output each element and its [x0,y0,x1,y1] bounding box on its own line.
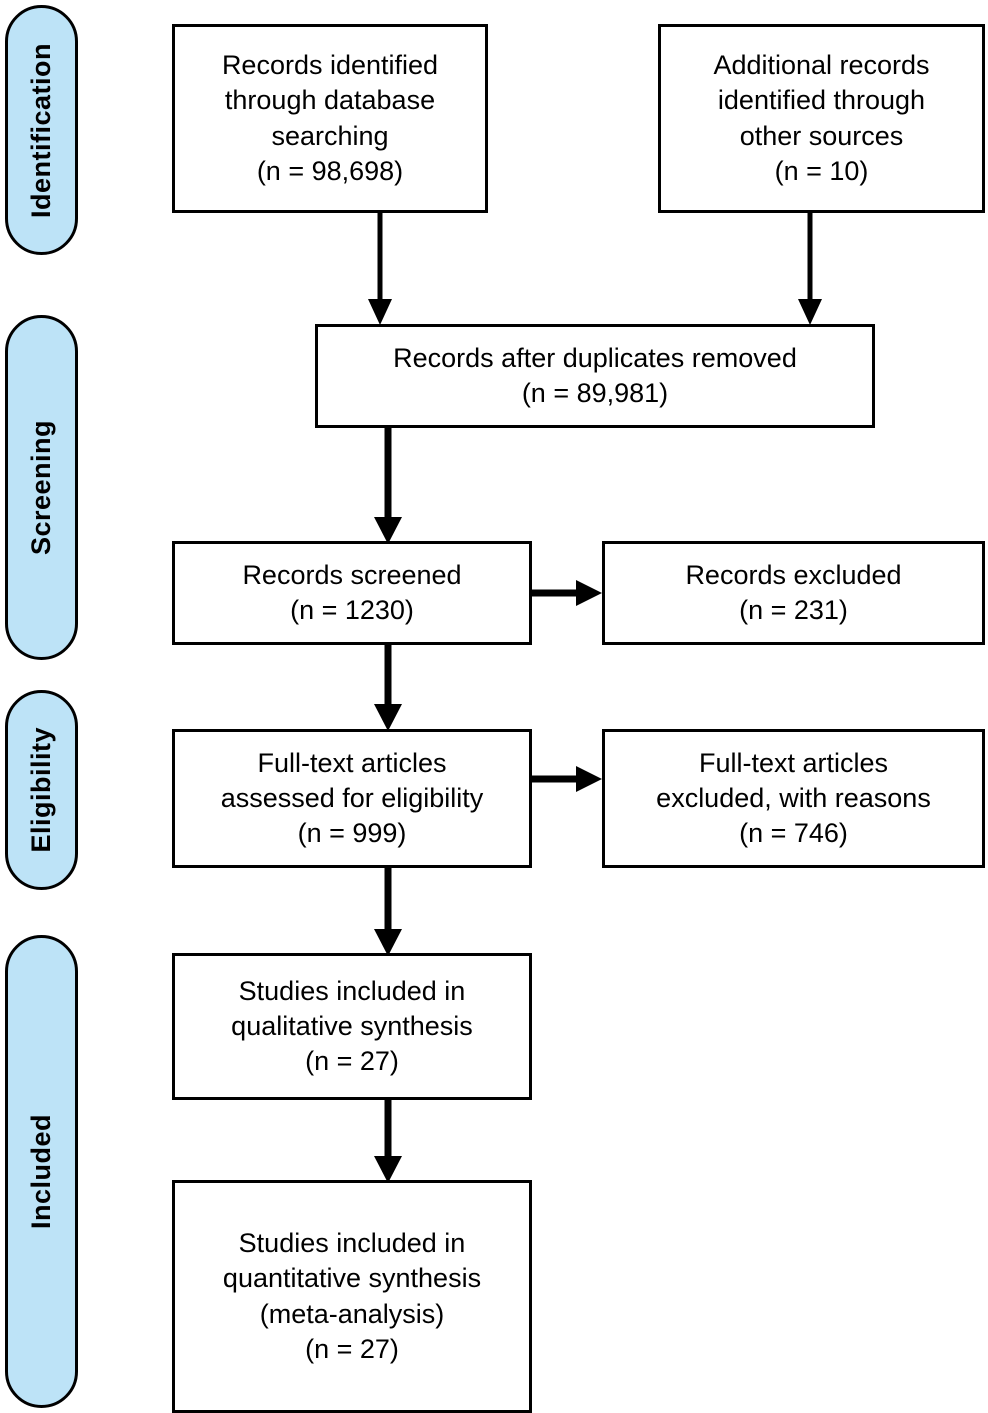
arrow-db-search-to-duplicates [360,213,400,327]
box-studies-included-quantitative-text: Studies included in quantitative synthes… [222,1228,482,1364]
stage-pill-screening: Screening [5,315,78,660]
box-records-after-duplicates-removed-text: Records after duplicates removed (n = 89… [393,342,797,408]
box-studies-included-qualitative: Studies included in qualitative synthesi… [172,953,532,1100]
arrow-fulltext-assessed-to-qualitative [368,868,408,958]
box-additional-records-other-sources: Additional records identified through ot… [658,24,985,213]
stage-pill-included: Included [5,935,78,1408]
stage-label-identification: Identification [26,42,56,218]
box-records-excluded-text: Records excluded (n = 231) [685,559,902,625]
arrow-screened-to-fulltext-assessed [368,645,408,733]
box-full-text-articles-assessed-text: Full-text articles assessed for eligibil… [220,747,484,849]
arrow-fulltext-assessed-to-excluded [532,759,604,799]
box-additional-records-other-sources-text: Additional records identified through ot… [713,50,930,186]
box-full-text-articles-assessed: Full-text articles assessed for eligibil… [172,729,532,868]
box-studies-included-qualitative-text: Studies included in qualitative synthesi… [231,975,473,1077]
stage-label-screening: Screening [26,419,56,556]
box-studies-included-quantitative: Studies included in quantitative synthes… [172,1180,532,1413]
box-records-screened-text: Records screened (n = 1230) [242,559,462,625]
box-full-text-articles-excluded: Full-text articles excluded, with reason… [602,729,985,868]
arrow-other-sources-to-duplicates [790,213,830,327]
stage-pill-identification: Identification [5,5,78,255]
box-records-identified-database-text: Records identified through database sear… [221,50,439,186]
box-records-identified-database: Records identified through database sear… [172,24,488,213]
stage-label-included: Included [26,1113,56,1229]
arrow-screened-to-records-excluded [532,573,604,613]
box-records-excluded: Records excluded (n = 231) [602,541,985,645]
box-records-after-duplicates-removed: Records after duplicates removed (n = 89… [315,324,875,428]
stage-label-eligibility: Eligibility [26,727,56,853]
box-records-screened: Records screened (n = 1230) [172,541,532,645]
box-full-text-articles-excluded-text: Full-text articles excluded, with reason… [656,747,931,849]
arrow-qualitative-to-quantitative [368,1100,408,1185]
stage-pill-eligibility: Eligibility [5,690,78,890]
arrow-duplicates-to-screened [368,428,408,546]
